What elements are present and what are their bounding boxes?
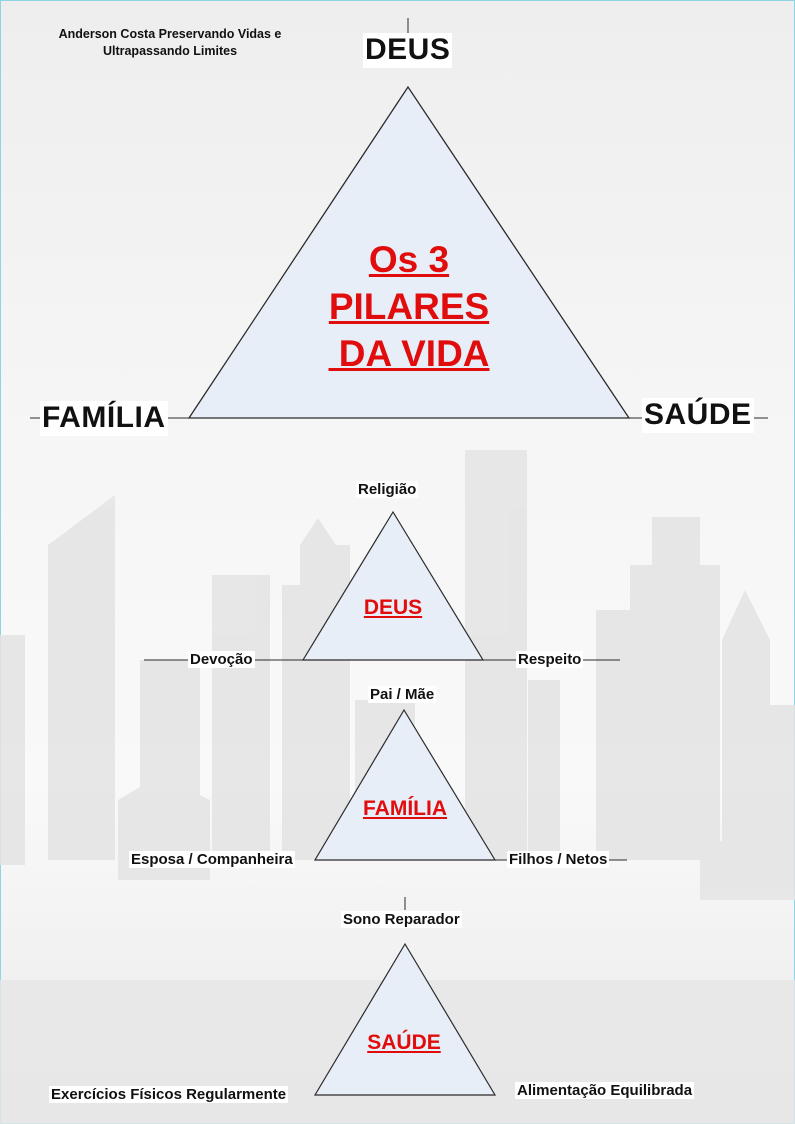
pillar-familia-center-label: FAMÍLIA <box>363 797 447 820</box>
pillar-deus-right-label: Respeito <box>516 651 584 669</box>
pillar-saude-triangle <box>313 897 497 1096</box>
author-line-2: Ultrapassando Limites <box>102 43 238 58</box>
pillar-familia-right-label: Filhos / Netos <box>507 851 610 869</box>
pillar-deus-shape <box>301 510 485 661</box>
pillar-saude-top-label: Sono Reparador <box>341 911 462 929</box>
pillar-saude-left-label: Exercícios Físicos Regularmente <box>49 1086 289 1104</box>
author-title: Anderson Costa Preservando Vidas e Ultra… <box>40 26 300 60</box>
skyline-background <box>0 450 795 900</box>
main-center-line-2: PILARES <box>328 286 490 327</box>
main-triangle-shape <box>187 85 631 419</box>
main-center-line-3: DA VIDA <box>328 333 490 374</box>
main-top-label: DEUS <box>363 33 453 68</box>
pillar-familia-top-label: Pai / Mãe <box>368 686 437 704</box>
pillar-familia-left-label: Esposa / Companheira <box>129 851 295 869</box>
pillar-deus-left-label: Devoção <box>188 651 255 669</box>
main-center-text: Os 3 PILARES DA VIDA <box>259 236 559 377</box>
pillar-saude-right-label: Alimentação Equilibrada <box>515 1082 695 1100</box>
main-left-label: FAMÍLIA <box>40 401 168 436</box>
pillar-deus-center-label: DEUS <box>363 596 423 619</box>
pillar-saude-shape <box>313 942 497 1096</box>
main-center-line-1: Os 3 <box>368 239 450 280</box>
pillar-deus-top-label: Religião <box>356 481 419 499</box>
main-right-label: SAÚDE <box>642 398 754 433</box>
pillar-saude-center-label: SAÚDE <box>367 1031 441 1054</box>
pillar-familia-shape <box>313 708 497 861</box>
author-line-1: Anderson Costa Preservando Vidas e <box>58 27 282 41</box>
